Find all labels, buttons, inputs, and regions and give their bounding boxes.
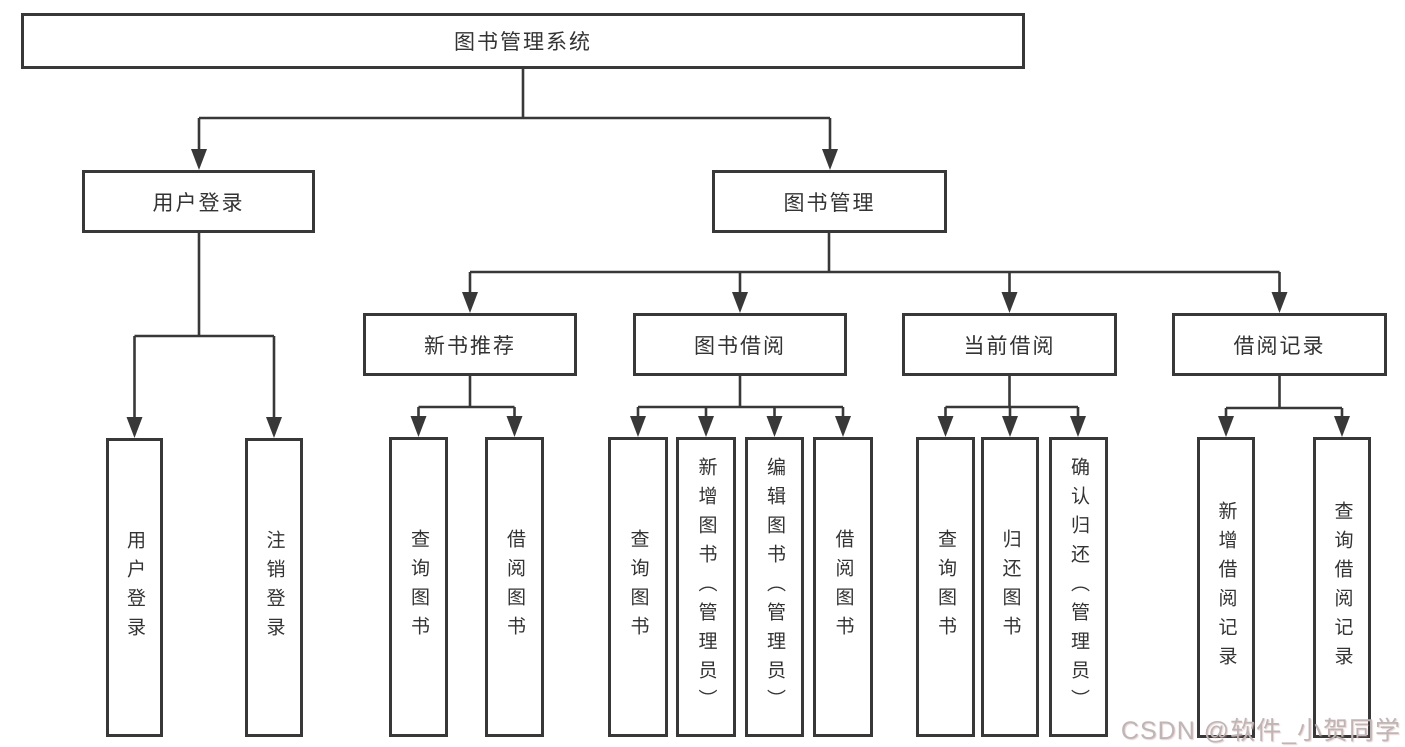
leaf-query-books-current: 查询图书 <box>916 437 975 737</box>
connector-current-to-leaves <box>944 376 1080 420</box>
node-book-borrow-label: 图书借阅 <box>694 334 786 358</box>
leaf-query-borrow-record: 查询借阅记录 <box>1313 437 1371 738</box>
leaf-edit-books-admin: 编辑图书（管理员） <box>745 437 804 737</box>
leaf-borrow-books-borrow-label: 借阅图书 <box>832 529 854 645</box>
leaf-query-books-current-label: 查询图书 <box>935 529 956 645</box>
connector-userlogin-to-leaves <box>133 233 276 420</box>
node-current-borrow-label: 当前借阅 <box>963 334 1056 358</box>
csdn-watermark: CSDN @软件_小贺同学 <box>1120 717 1401 745</box>
node-current-borrow: 当前借阅 <box>902 313 1117 376</box>
leaf-query-borrow-record-label: 查询借阅记录 <box>1331 500 1353 675</box>
leaf-edit-books-admin-label: 编辑图书（管理员） <box>764 456 785 718</box>
leaf-confirm-return-admin: 确认归还（管理员） <box>1049 437 1108 737</box>
leaf-add-borrow-record-label: 新增借阅记录 <box>1215 500 1237 675</box>
leaf-logout-login: 注销登录 <box>245 438 303 737</box>
connector-bookmgmt-to-level3 <box>468 233 1281 295</box>
node-root-label: 图书管理系统 <box>454 31 592 54</box>
leaf-return-books-label: 归还图书 <box>999 529 1021 645</box>
connector-recommend-to-leaves <box>417 376 516 420</box>
node-book-management: 图书管理 <box>712 170 947 233</box>
leaf-add-books-admin-label: 新增图书（管理员） <box>695 456 717 718</box>
node-new-book-recommend-label: 新书推荐 <box>424 334 516 358</box>
leaf-query-books-borrow-label: 查询图书 <box>627 529 649 645</box>
connector-borrow-to-leaves <box>636 376 845 420</box>
leaf-query-books-borrow: 查询图书 <box>608 437 668 737</box>
node-root: 图书管理系统 <box>21 13 1025 69</box>
leaf-query-books-recommend-label: 查询图书 <box>408 529 429 645</box>
leaf-add-borrow-record: 新增借阅记录 <box>1197 437 1255 738</box>
node-new-book-recommend: 新书推荐 <box>363 313 577 376</box>
leaf-query-books-recommend: 查询图书 <box>389 437 448 737</box>
leaf-borrow-books-borrow: 借阅图书 <box>813 437 873 737</box>
node-borrow-records-label: 借阅记录 <box>1233 334 1326 358</box>
leaf-borrow-books-recommend: 借阅图书 <box>485 437 544 737</box>
leaf-user-login: 用户登录 <box>106 438 163 737</box>
arrowheads <box>126 149 1350 438</box>
leaf-user-login-label: 用户登录 <box>124 529 145 646</box>
leaf-add-books-admin: 新增图书（管理员） <box>676 437 736 737</box>
connector-root-to-level2 <box>197 69 832 152</box>
leaf-return-books: 归还图书 <box>981 437 1039 737</box>
node-borrow-records: 借阅记录 <box>1172 313 1387 376</box>
leaf-borrow-books-recommend-label: 借阅图书 <box>504 529 525 645</box>
node-book-borrow: 图书借阅 <box>633 313 847 376</box>
node-book-management-label: 图书管理 <box>783 191 876 215</box>
node-user-login: 用户登录 <box>82 170 315 233</box>
connector-records-to-leaves <box>1224 376 1344 420</box>
node-user-login-label: 用户登录 <box>152 191 245 215</box>
leaf-confirm-return-admin-label: 确认归还（管理员） <box>1068 456 1089 718</box>
leaf-logout-login-label: 注销登录 <box>263 529 285 646</box>
